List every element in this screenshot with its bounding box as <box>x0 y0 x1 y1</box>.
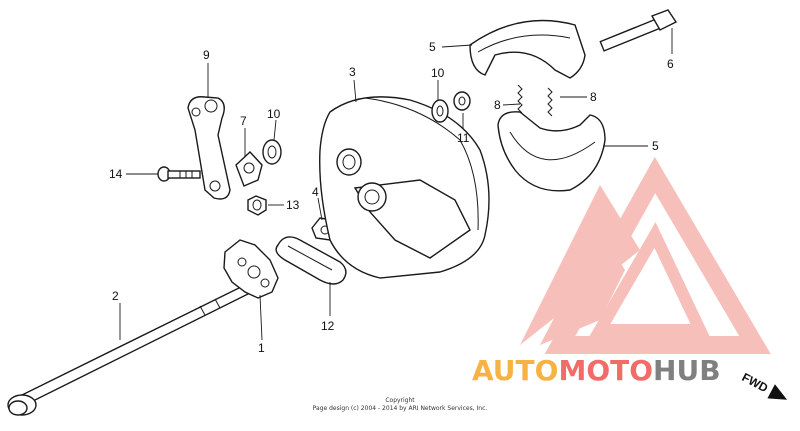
callout-8-left: 8 <box>494 98 501 112</box>
brake-shoe-lower <box>497 111 606 192</box>
callout-6: 6 <box>667 57 674 71</box>
felt-seal-left <box>262 139 282 165</box>
watermark-text: AUTOMOTOHUB <box>472 354 721 387</box>
watermark-part2: MOTO <box>558 354 653 387</box>
leader-lines <box>119 28 673 341</box>
cam-washer <box>453 91 471 111</box>
stopper-link <box>275 236 347 285</box>
watermark-part1: AUTO <box>472 354 558 387</box>
callout-9: 9 <box>203 48 210 62</box>
copyright-line2: Page design (c) 2004 - 2014 by ARI Netwo… <box>313 405 488 412</box>
arm-bolt <box>157 166 201 182</box>
callout-2: 2 <box>112 289 119 303</box>
watermark-logo <box>520 156 771 354</box>
callout-3: 3 <box>349 65 356 79</box>
brake-panel <box>319 96 490 279</box>
callout-7: 7 <box>240 114 247 128</box>
axle-shaft <box>7 284 252 416</box>
callout-8-right: 8 <box>590 90 597 104</box>
callout-5-upper: 5 <box>429 40 436 54</box>
callout-1: 1 <box>258 341 265 355</box>
brake-shoe-upper <box>469 19 586 79</box>
callout-13: 13 <box>286 198 300 212</box>
felt-seal-right <box>431 99 449 123</box>
callout-11: 11 <box>457 131 470 145</box>
brake-arm <box>187 96 231 200</box>
callout-4: 4 <box>312 185 319 199</box>
arm-nut <box>247 195 267 216</box>
cam-bolt <box>599 9 678 52</box>
forward-direction-arrow: FWD <box>740 370 788 400</box>
watermark-part3: HUB <box>653 354 721 387</box>
callout-5-lower: 5 <box>652 139 659 153</box>
copyright-notice: Copyright Page design (c) 2004 - 2014 by… <box>313 397 488 412</box>
shoe-spring-right <box>547 87 553 117</box>
fwd-label: FWD <box>740 370 771 395</box>
wear-indicator-washer <box>235 151 263 187</box>
callout-10-left: 10 <box>267 107 281 121</box>
shoe-spring-left <box>517 84 523 114</box>
callout-10-right: 10 <box>431 66 445 80</box>
svg-text:AUTOMOTOHUB: AUTOMOTOHUB <box>472 354 721 387</box>
brake-arm-plate <box>223 239 279 299</box>
copyright-line1: Copyright <box>385 397 415 404</box>
callout-14: 14 <box>109 167 123 181</box>
callout-12: 12 <box>321 319 335 333</box>
callouts: 9 7 10 14 13 4 2 1 12 3 10 11 5 8 8 5 6 <box>109 40 674 355</box>
